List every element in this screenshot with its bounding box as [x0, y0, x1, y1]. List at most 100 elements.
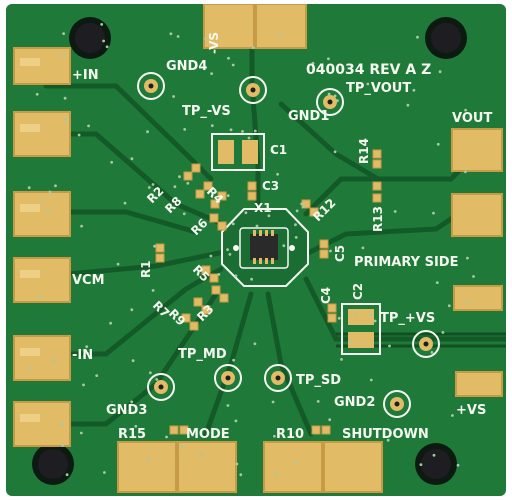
via	[275, 473, 279, 476]
via	[295, 461, 298, 465]
c1-component	[211, 133, 265, 171]
c2-component	[341, 303, 381, 355]
via	[48, 190, 52, 194]
via	[64, 118, 67, 122]
label-gnd4: GND4	[166, 59, 207, 74]
via	[35, 92, 39, 96]
via	[231, 222, 235, 226]
via	[412, 88, 416, 92]
vias	[27, 23, 475, 477]
label-tp-md: TP_MD	[178, 347, 227, 362]
via	[38, 295, 41, 299]
label-primary-side: PRIMARY SIDE	[354, 255, 458, 270]
via	[134, 424, 138, 428]
via	[180, 445, 183, 449]
via	[226, 248, 230, 252]
via	[316, 400, 320, 403]
via	[436, 142, 440, 146]
via	[388, 84, 392, 88]
label-tp-vout: TP_VOUT	[346, 81, 411, 96]
via	[62, 32, 65, 35]
tp-pos-vs	[412, 330, 440, 358]
via	[130, 308, 134, 312]
label-vout: VOUT	[452, 111, 492, 126]
via	[46, 210, 50, 214]
refdes-x1: X1	[254, 201, 272, 215]
label-shutdown: SHUTDOWN	[342, 427, 429, 442]
via	[368, 313, 372, 317]
via	[419, 463, 423, 466]
x1-socket	[221, 208, 309, 287]
refdes-r14: R14	[357, 138, 371, 164]
via	[432, 211, 435, 215]
via	[65, 473, 69, 477]
refdes-r1: R1	[139, 260, 153, 278]
via	[244, 211, 248, 215]
via	[231, 63, 235, 67]
label-gnd2: GND2	[334, 395, 375, 410]
label-tp-neg-vs: TP_-VS	[182, 104, 231, 119]
via	[251, 46, 255, 50]
via	[416, 35, 419, 39]
via	[333, 94, 337, 98]
via	[232, 358, 236, 362]
via	[467, 299, 470, 303]
via	[172, 95, 176, 98]
via	[432, 453, 436, 457]
via	[149, 371, 152, 375]
via	[253, 129, 257, 133]
via	[79, 431, 83, 435]
via	[253, 342, 257, 346]
via	[131, 359, 135, 363]
via	[147, 186, 151, 189]
via	[83, 354, 86, 357]
refdes-c2: C2	[351, 283, 365, 300]
via	[276, 172, 279, 176]
label-vcm: VCM	[72, 273, 105, 288]
via	[273, 434, 276, 438]
via	[466, 256, 469, 260]
label-gnd1: GND1	[288, 109, 329, 124]
via	[210, 72, 214, 75]
via	[366, 82, 370, 86]
via	[80, 224, 83, 228]
via	[103, 471, 106, 474]
via	[464, 108, 467, 112]
via	[373, 319, 377, 323]
label-revision: 040034 REV A Z	[306, 62, 431, 78]
via	[173, 185, 177, 189]
via	[109, 321, 112, 325]
via	[234, 419, 238, 423]
via	[178, 175, 181, 179]
via	[86, 352, 89, 355]
bottom-edge-connectors	[117, 441, 383, 493]
via	[311, 61, 315, 65]
via	[271, 149, 275, 153]
via	[52, 360, 56, 363]
via	[123, 201, 127, 205]
via	[324, 200, 328, 204]
via	[247, 136, 251, 140]
via	[435, 281, 439, 284]
via	[430, 351, 434, 354]
via	[102, 39, 105, 43]
via	[151, 183, 155, 186]
via	[393, 210, 397, 213]
via	[333, 150, 337, 154]
via	[40, 199, 44, 203]
via	[87, 124, 90, 128]
via	[349, 340, 353, 343]
tp-md	[214, 364, 242, 392]
via	[147, 457, 151, 461]
via	[361, 246, 365, 250]
label-tp-sd: TP_SD	[296, 373, 341, 388]
via	[27, 186, 31, 190]
via	[441, 331, 445, 334]
via	[146, 130, 149, 134]
via	[217, 273, 221, 276]
via	[183, 128, 187, 131]
via	[155, 378, 159, 381]
via	[151, 289, 155, 292]
via	[271, 400, 275, 404]
via	[176, 35, 180, 38]
